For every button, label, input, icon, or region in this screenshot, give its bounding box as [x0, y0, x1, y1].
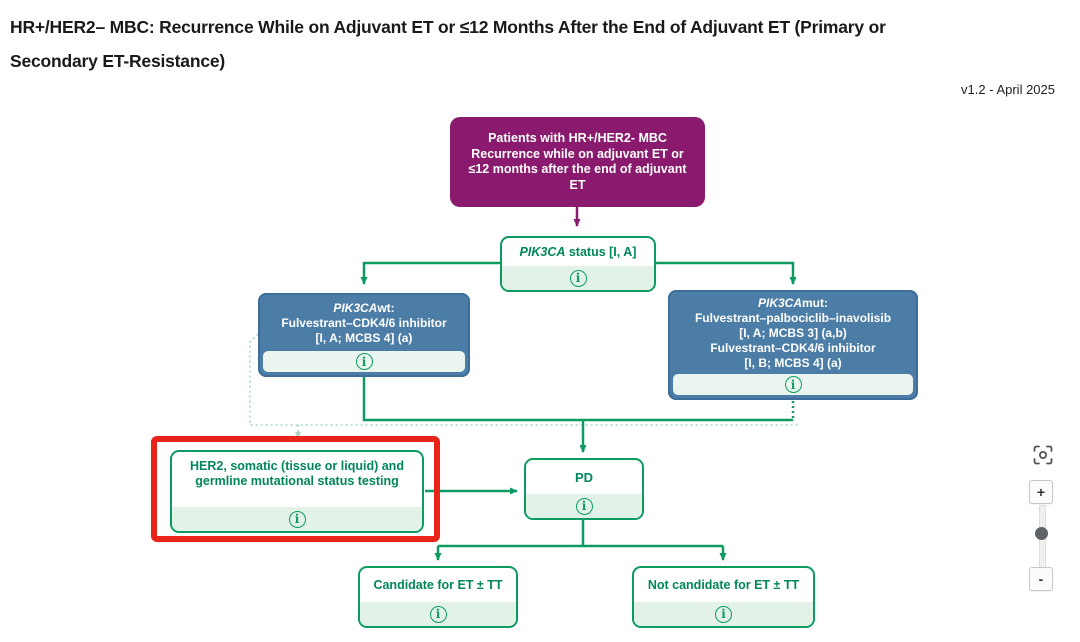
node-patients-line2: Recurrence while on adjuvant ET or ≤12 m… [468, 146, 687, 192]
info-strip: i [526, 494, 642, 518]
info-strip: i [502, 266, 654, 290]
info-strip: i [634, 602, 813, 626]
info-strip: i [263, 351, 465, 372]
evidence-line: [I, B; MCBS 4] (a) [744, 355, 842, 370]
gene-suffix: wt: [377, 300, 395, 315]
status-text: status [I, A] [565, 244, 637, 259]
info-strip: i [673, 374, 913, 395]
info-strip: i [360, 602, 516, 626]
page-title-line1: HR+/HER2– MBC: Recurrence While on Adjuv… [10, 17, 886, 37]
node-pd-label: PD [574, 469, 594, 485]
info-icon[interactable]: i [429, 605, 447, 623]
info-icon[interactable]: i [575, 497, 593, 515]
page-title: HR+/HER2– MBC: Recurrence While on Adjuv… [10, 10, 1070, 78]
node-pik3ca-mut: PIK3CAmut: Fulvestrant–palbociclib–inavo… [668, 290, 918, 400]
page-title-line2: Secondary ET-Resistance) [10, 51, 226, 71]
gene-suffix: mut: [802, 295, 828, 310]
node-pik3ca-wt: PIK3CAwt: Fulvestrant–CDK4/6 inhibitor [… [258, 293, 470, 377]
node-pik3ca-status-label: PIK3CA status [I, A] [502, 238, 654, 266]
node-pik3ca-status: PIK3CA status [I, A] i [500, 236, 656, 292]
info-strip: i [172, 507, 422, 531]
node-her2-testing-text: HER2, somatic (tissue or liquid) and ger… [172, 452, 422, 507]
info-icon[interactable]: i [569, 269, 587, 287]
node-pik3ca-wt-text: PIK3CAwt: Fulvestrant–CDK4/6 inhibitor [… [260, 295, 468, 351]
node-pik3ca-mut-text: PIK3CAmut: Fulvestrant–palbociclib–inavo… [670, 292, 916, 374]
info-icon[interactable]: i [784, 376, 802, 393]
gene-name: PIK3CA [519, 244, 566, 259]
info-icon[interactable]: i [715, 605, 732, 623]
testing-line2: germline mutational status testing [195, 474, 399, 488]
info-icon[interactable]: i [355, 353, 373, 370]
gene-name: PIK3CA [757, 295, 802, 310]
node-candidate-et: Candidate for ET ± TT i [358, 566, 518, 628]
node-her2-testing: HER2, somatic (tissue or liquid) and ger… [170, 450, 424, 533]
treatment-line: Fulvestrant–CDK4/6 inhibitor [710, 340, 876, 355]
testing-line1: HER2, somatic (tissue or liquid) and [190, 459, 404, 473]
treatment-line: Fulvestrant–palbociclib–inavolisib [694, 310, 892, 325]
node-pd: PD i [524, 458, 644, 520]
info-icon[interactable]: i [288, 510, 306, 528]
node-not-candidate-et: Not candidate for ET ± TT i [632, 566, 815, 628]
treatment-line: Fulvestrant–CDK4/6 inhibitor [281, 315, 447, 330]
reset-zoom-icon[interactable] [1032, 444, 1054, 466]
node-candidate-et-label: Candidate for ET ± TT [373, 577, 503, 592]
node-patients-line1: Patients with HR+/HER2- MBC [488, 131, 667, 145]
evidence-line: [I, A; MCBS 3] (a,b) [739, 325, 847, 340]
zoom-slider-thumb[interactable] [1035, 527, 1048, 540]
zoom-out-button[interactable]: - [1029, 567, 1053, 591]
node-not-candidate-et-label: Not candidate for ET ± TT [647, 577, 800, 592]
version-label: v1.2 - April 2025 [961, 82, 1055, 97]
node-patients: Patients with HR+/HER2- MBC Recurrence w… [450, 117, 705, 207]
evidence-line: [I, A; MCBS 4] (a) [315, 330, 413, 345]
zoom-in-button[interactable]: + [1029, 480, 1053, 504]
gene-name: PIK3CA [333, 300, 378, 315]
